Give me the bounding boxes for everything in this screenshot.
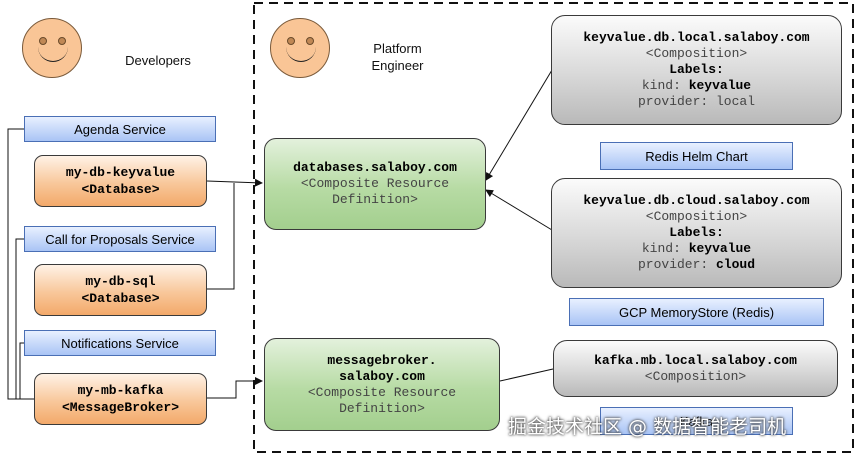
- platform-engineer-label: Platform Engineer: [350, 40, 445, 74]
- xrd-messagebroker: messagebroker. salaboy.com <Composite Re…: [264, 338, 500, 431]
- notifications-bracket: [19, 342, 24, 399]
- platform-engineer-label-line2: Engineer: [371, 58, 424, 73]
- composition-kafka-type: <Composition>: [644, 368, 747, 384]
- claim-kafka-kind: <MessageBroker>: [61, 400, 180, 415]
- xrd-messagebroker-name-line2: salaboy.com: [339, 368, 425, 384]
- xrd-messagebroker-name-line1: messagebroker.: [327, 352, 437, 368]
- cloud-composition-arrow: [485, 189, 553, 231]
- claim-keyvalue-name: my-db-keyvalue: [65, 165, 176, 180]
- composition-cloud-labels: Labels:: [669, 225, 724, 240]
- composition-kafka-name: kafka.mb.local.salaboy.com: [594, 352, 797, 368]
- composition-local-provider: provider: local: [637, 94, 756, 109]
- composition-local-name: keyvalue.db.local.salaboy.com: [583, 30, 810, 45]
- kafka-to-messagebroker-arrow: [207, 377, 263, 399]
- local-composition-arrow: [485, 69, 553, 181]
- keyvalue-to-databases-arrow: [206, 178, 263, 187]
- claim-sql-kind: <Database>: [81, 291, 160, 306]
- cfp-service-bar: Call for Proposals Service: [24, 226, 216, 252]
- claim-my-db-keyvalue: my-db-keyvalue <Database>: [34, 155, 207, 207]
- xrd-messagebroker-type-line1: <Composite Resource: [307, 384, 457, 400]
- agenda-service-bar: Agenda Service: [24, 116, 216, 142]
- sql-to-databases-line: [207, 183, 235, 290]
- xrd-databases-type-line2: Definition>: [332, 192, 418, 207]
- composition-cloud-type: <Composition>: [645, 209, 748, 224]
- composition-local-type: <Composition>: [645, 46, 748, 61]
- agenda-bracket: [7, 128, 34, 400]
- xrd-databases: databases.salaboy.com <Composite Resourc…: [264, 138, 486, 230]
- claim-kafka-name: my-mb-kafka: [77, 383, 164, 398]
- composition-keyvalue-local: keyvalue.db.local.salaboy.com <Compositi…: [551, 15, 842, 125]
- notifications-service-bar: Notifications Service: [24, 330, 216, 356]
- xrd-messagebroker-type-line2: Definition>: [339, 400, 425, 416]
- composition-local-kind: kind: keyvalue: [641, 78, 752, 93]
- cfp-bracket: [15, 238, 24, 399]
- platform-engineer-label-line1: Platform: [373, 41, 422, 56]
- kafka-helm-bar: Kafka: [600, 407, 793, 435]
- xrd-databases-name: databases.salaboy.com: [293, 160, 457, 175]
- composition-cloud-kind: kind: keyvalue: [641, 241, 752, 256]
- composition-keyvalue-cloud: keyvalue.db.cloud.salaboy.com <Compositi…: [551, 178, 842, 288]
- kafka-composition-line: [499, 368, 554, 382]
- gcp-memorystore-bar: GCP MemoryStore (Redis): [569, 298, 824, 326]
- redis-helm-chart-bar: Redis Helm Chart: [600, 142, 793, 170]
- watermark: 掘金技术社区 @ 数据智能老司机: [508, 416, 787, 438]
- composition-cloud-name: keyvalue.db.cloud.salaboy.com: [583, 193, 810, 208]
- developers-label: Developers: [125, 53, 191, 68]
- composition-cloud-provider: provider: cloud: [637, 257, 756, 272]
- claim-keyvalue-kind: <Database>: [81, 182, 160, 197]
- xrd-databases-type-line1: <Composite Resource: [300, 176, 450, 191]
- developers-smiley-icon: [22, 18, 82, 78]
- platform-engineer-smiley-icon: [270, 18, 330, 78]
- claim-my-mb-kafka: my-mb-kafka <MessageBroker>: [34, 373, 207, 425]
- composition-kafka-local: kafka.mb.local.salaboy.com <Composition>: [553, 340, 838, 397]
- claim-my-db-sql: my-db-sql <Database>: [34, 264, 207, 316]
- composition-local-labels: Labels:: [669, 62, 724, 77]
- claim-sql-name: my-db-sql: [85, 274, 156, 289]
